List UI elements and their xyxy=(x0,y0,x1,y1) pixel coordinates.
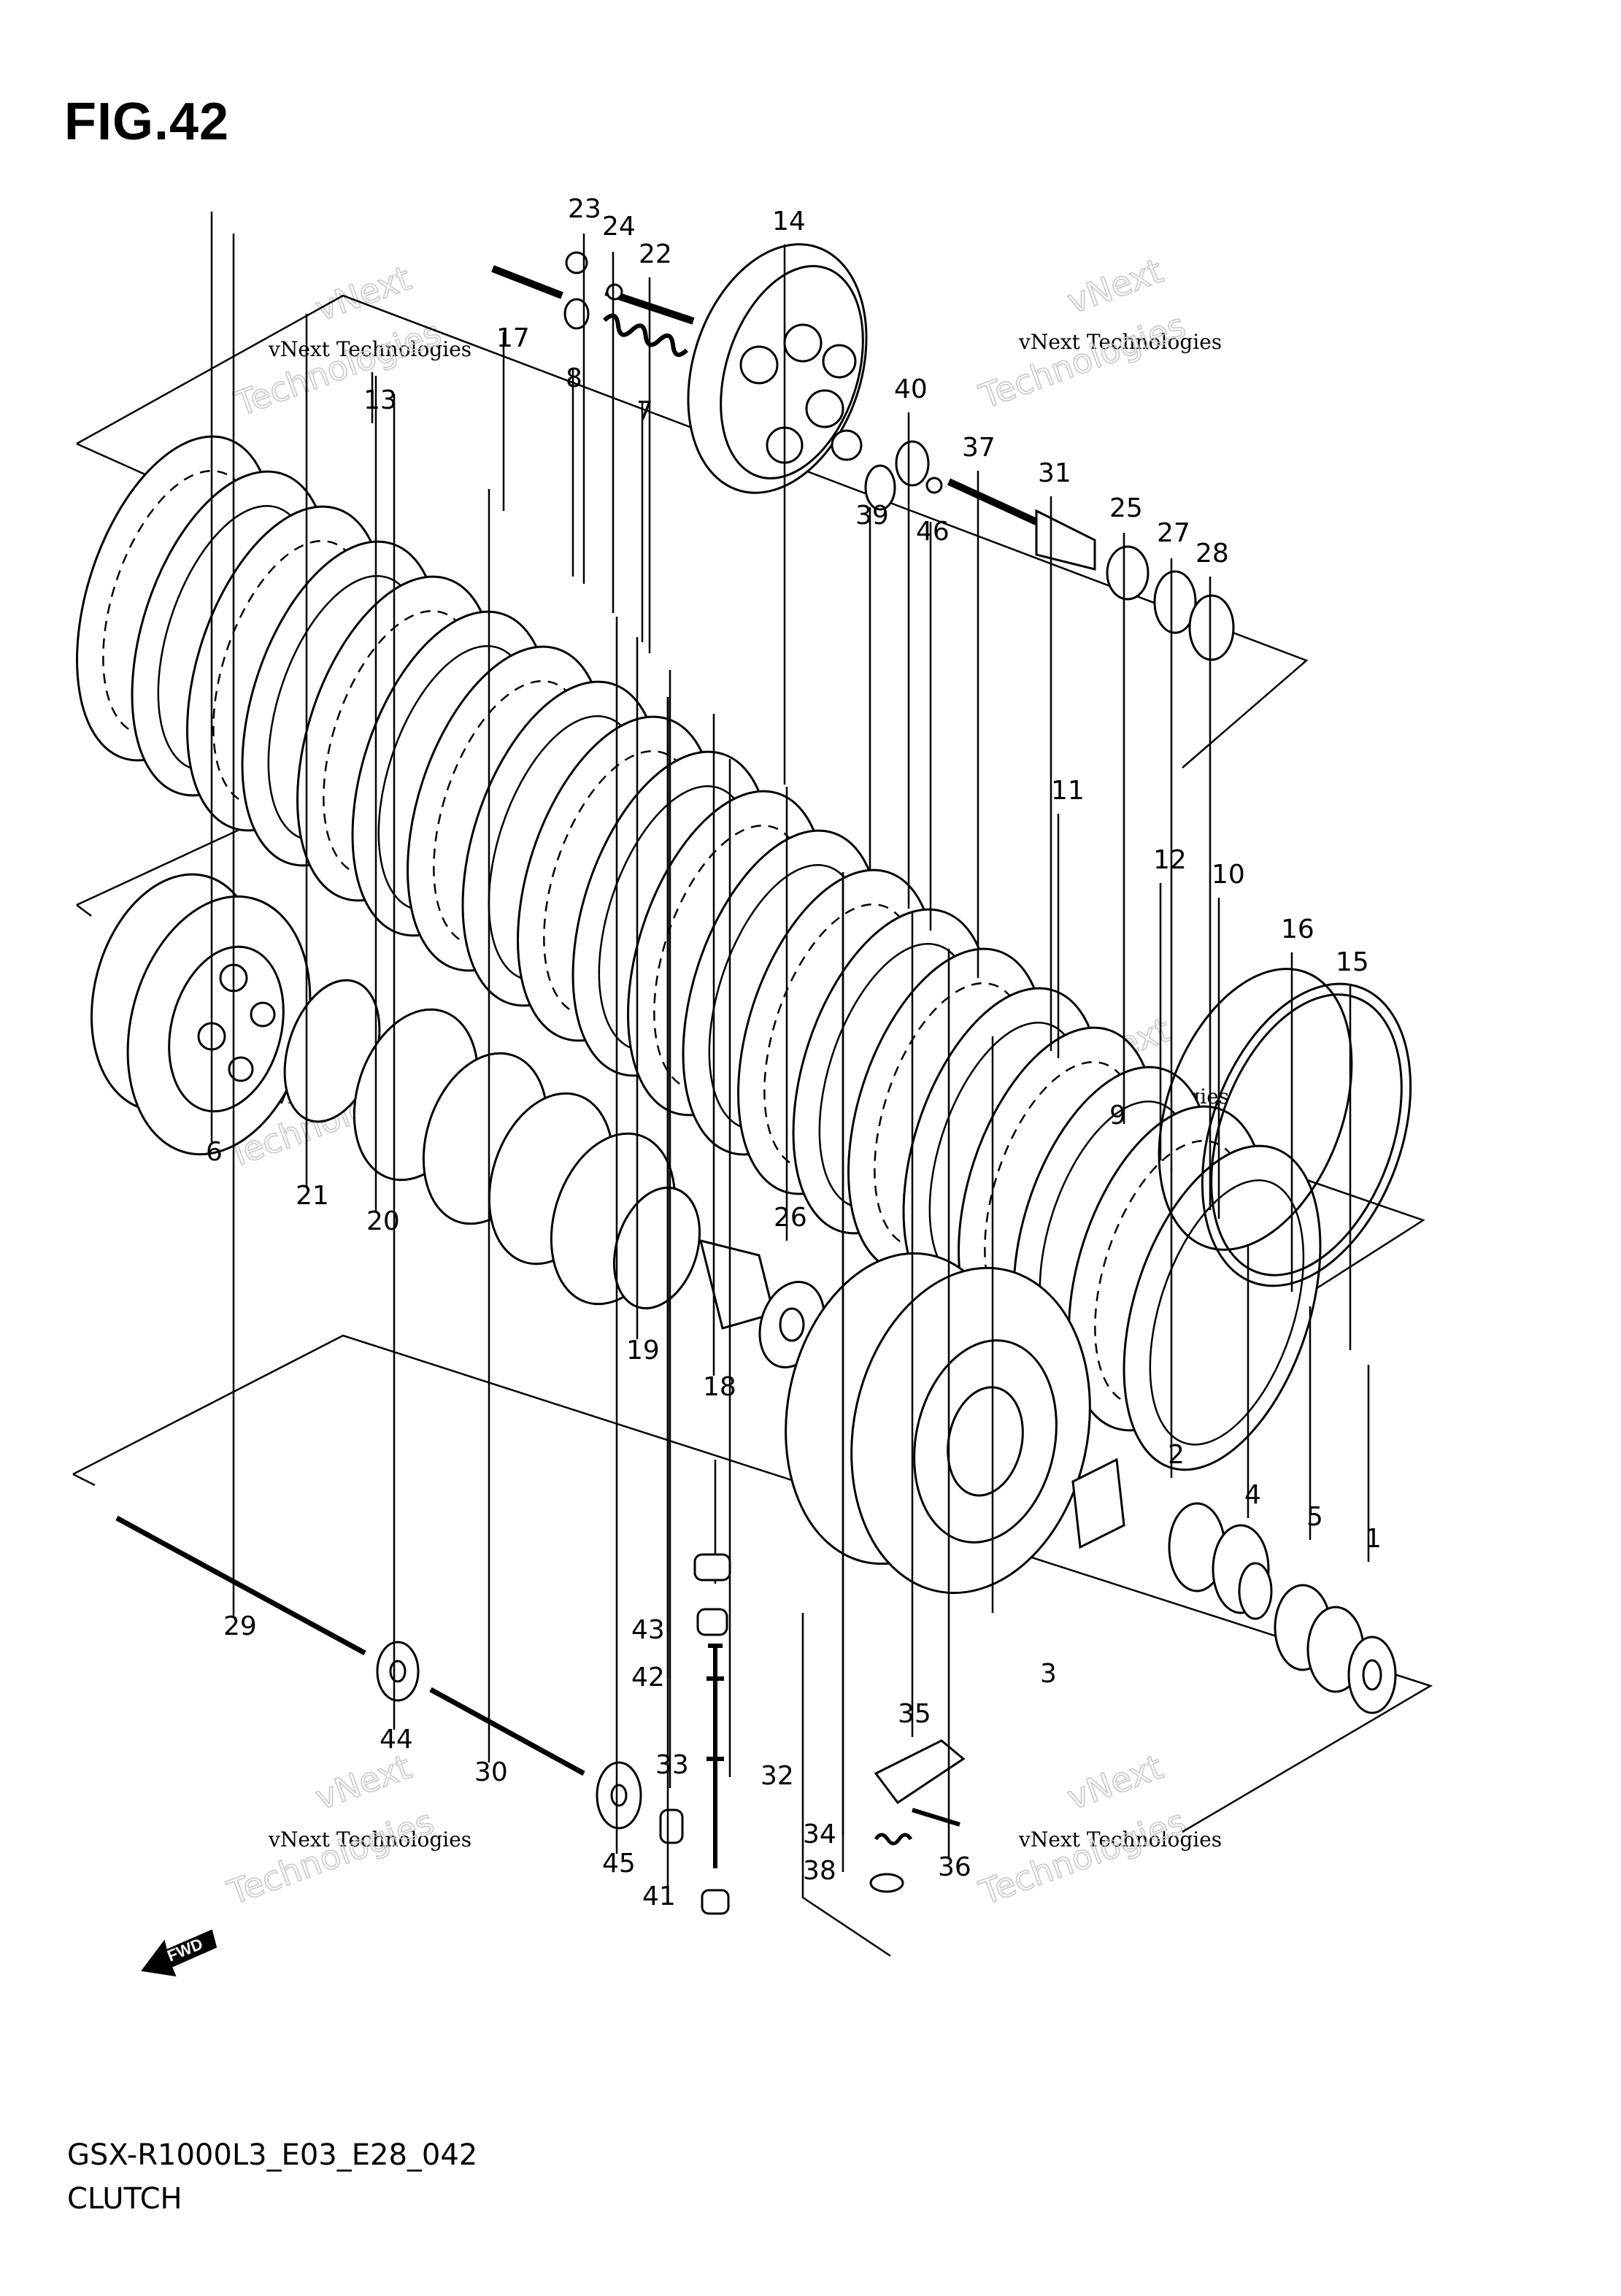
bearing-parts xyxy=(1168,1502,1397,1714)
callout-19: 19 xyxy=(626,1336,660,1365)
figure-name: CLUTCH xyxy=(67,2182,182,2216)
pressure-ring-parts xyxy=(1158,968,1412,1287)
callout-36: 36 xyxy=(938,1852,971,1882)
svg-text:Technologies: Technologies xyxy=(974,306,1190,417)
callout-46: 46 xyxy=(916,517,950,547)
callout-41: 41 xyxy=(642,1881,676,1911)
callout-10: 10 xyxy=(1212,860,1245,890)
callout-16: 16 xyxy=(1281,914,1314,944)
svg-text:Technologies: Technologies xyxy=(974,1802,1190,1913)
callout-43: 43 xyxy=(631,1615,665,1645)
callout-45: 45 xyxy=(602,1849,636,1879)
callout-22: 22 xyxy=(639,239,672,269)
callout-33: 33 xyxy=(655,1750,689,1780)
callout-13: 13 xyxy=(363,385,397,415)
callout-layer: 1234567891011121314151617181920212223242… xyxy=(206,194,1382,1911)
callout-30: 30 xyxy=(474,1757,508,1787)
watermark-top-left: vNext Technologies vNext Technologies xyxy=(229,258,472,425)
watermark-top-right: vNext Technologies vNext Technologies xyxy=(974,250,1223,417)
watermark-bottom-left: vNext Technologies vNext Technologies xyxy=(222,1746,472,1914)
callout-4: 4 xyxy=(1244,1480,1261,1510)
callout-42: 42 xyxy=(631,1663,665,1692)
svg-text:vNext Technologies: vNext Technologies xyxy=(268,1827,471,1852)
callout-34: 34 xyxy=(803,1819,836,1849)
callout-32: 32 xyxy=(761,1761,794,1791)
pressure-plate-part xyxy=(687,243,868,494)
callout-1: 1 xyxy=(1365,1524,1382,1554)
release-parts xyxy=(115,1515,966,1915)
callout-18: 18 xyxy=(703,1372,736,1402)
callout-37: 37 xyxy=(962,433,996,463)
callout-11: 11 xyxy=(1051,776,1085,806)
driven-plate xyxy=(1123,1144,1322,1471)
callout-2: 2 xyxy=(1168,1440,1185,1470)
callout-27: 27 xyxy=(1157,518,1190,548)
callout-9: 9 xyxy=(1109,1101,1126,1130)
callout-38: 38 xyxy=(803,1856,836,1886)
callout-21: 21 xyxy=(296,1181,329,1211)
callout-8: 8 xyxy=(566,363,582,393)
clutch-plate-stack xyxy=(76,435,1322,1471)
outline-hub-left xyxy=(76,904,92,917)
callout-23: 23 xyxy=(568,194,601,224)
callout-26: 26 xyxy=(774,1203,807,1233)
callout-44: 44 xyxy=(380,1725,413,1754)
outline-clutch-plates xyxy=(76,294,1309,768)
fwd-direction-badge: FWD xyxy=(141,1929,217,1977)
callout-6: 6 xyxy=(206,1137,223,1167)
callout-7: 7 xyxy=(636,396,653,426)
callout-12: 12 xyxy=(1153,845,1187,875)
outline-clutch-plates-left xyxy=(76,442,154,479)
svg-text:vNext: vNext xyxy=(1062,251,1168,322)
sleeve-hub-part xyxy=(90,873,312,1156)
callout-24: 24 xyxy=(602,212,636,242)
callout-17: 17 xyxy=(496,323,530,353)
callout-25: 25 xyxy=(1109,493,1143,523)
callout-31: 31 xyxy=(1038,458,1071,488)
plate-inner-edge xyxy=(1149,1179,1305,1446)
svg-text:vNext: vNext xyxy=(310,1747,416,1818)
svg-text:vNext Technologies: vNext Technologies xyxy=(268,337,471,361)
callout-3: 3 xyxy=(1040,1659,1057,1689)
svg-text:Technologies: Technologies xyxy=(229,313,446,424)
callout-40: 40 xyxy=(894,374,928,404)
callout-15: 15 xyxy=(1336,947,1369,977)
callout-5: 5 xyxy=(1306,1502,1323,1532)
svg-text:vNext: vNext xyxy=(1062,1747,1168,1818)
primary-driven-gear-part xyxy=(785,1252,1125,1595)
callout-35: 35 xyxy=(898,1699,931,1729)
callout-39: 39 xyxy=(855,501,889,531)
callout-14: 14 xyxy=(772,207,806,236)
svg-text:vNext Technologies: vNext Technologies xyxy=(1018,1827,1222,1852)
svg-text:Technologies: Technologies xyxy=(222,1802,439,1913)
callout-29: 29 xyxy=(223,1611,257,1641)
outline-release-left xyxy=(72,1473,96,1487)
figure-code: GSX-R1000L3_E03_E28_042 xyxy=(67,2138,478,2172)
callout-28: 28 xyxy=(1195,539,1229,569)
svg-text:vNext Technologies: vNext Technologies xyxy=(1018,330,1222,354)
hub-small-parts xyxy=(283,979,825,1369)
figure-title: FIG.42 xyxy=(64,93,230,151)
